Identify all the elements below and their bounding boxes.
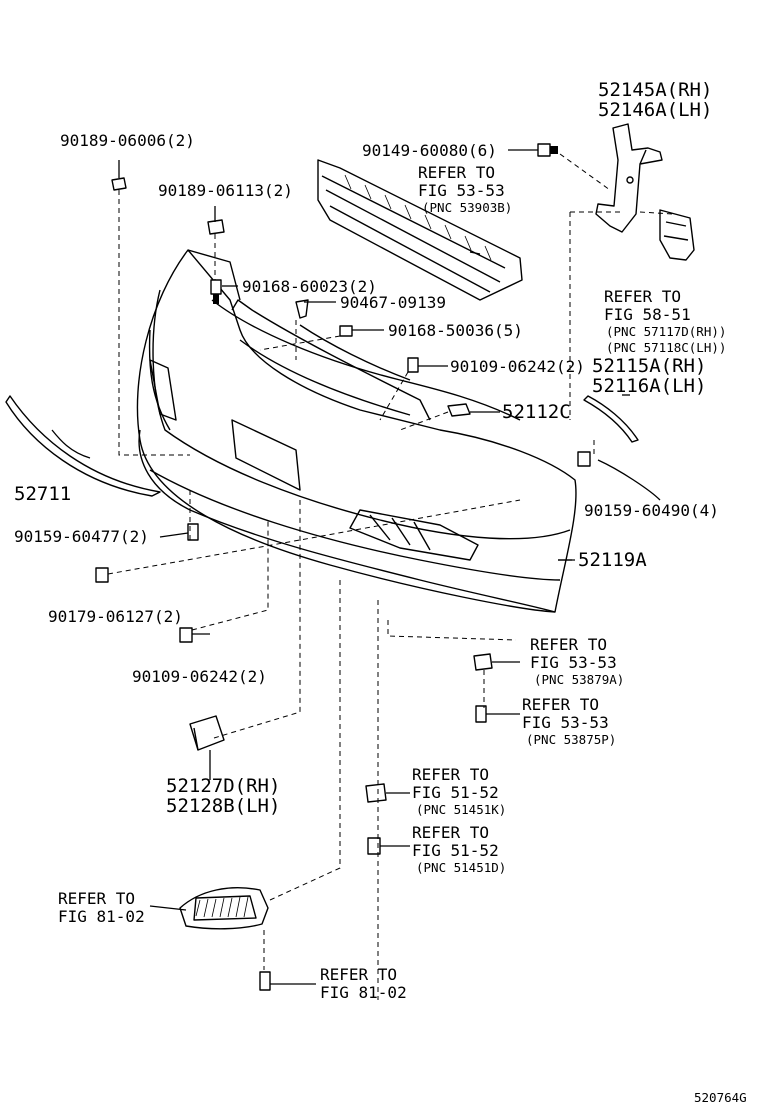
- label-52711: 52711: [14, 483, 71, 505]
- refer-51451d-line2: FIG 51-52: [412, 841, 499, 860]
- refer-53879a-line3: (PNC 53879A): [534, 672, 624, 687]
- label-52119a: 52119A: [578, 549, 647, 571]
- label-90168-60023: 90168-60023(2): [242, 277, 377, 296]
- bumper-pad-drawing: [189, 715, 225, 751]
- refer-53903b-line3: (PNC 53903B): [422, 200, 512, 215]
- refer-51451k-line2: FIG 51-52: [412, 783, 499, 802]
- bumper-cover-drawing: [136, 249, 577, 613]
- refer-5851-line4: (PNC 57118C(LH)): [606, 340, 726, 355]
- label-52127d: 52127D(RH): [166, 775, 280, 797]
- bumper-bracket-drawing: [595, 123, 663, 233]
- refer-53903b-line2: FIG 53-53: [418, 181, 505, 200]
- bumper-absorber-drawing: [317, 159, 523, 301]
- label-52115a: 52115A(RH): [592, 355, 706, 377]
- label-90149-60080: 90149-60080(6): [362, 141, 497, 160]
- refer-53879a-line2: FIG 53-53: [530, 653, 617, 672]
- refer-53875p-line3: (PNC 53875P): [526, 732, 616, 747]
- refer-8102-lamp-line1: REFER TO: [58, 889, 135, 908]
- label-52116a: 52116A(LH): [592, 375, 706, 397]
- label-52128b: 52128B(LH): [166, 795, 280, 817]
- moulding-drawing: [5, 395, 161, 497]
- refer-53879a-line1: REFER TO: [530, 635, 607, 654]
- refer-5851-line3: (PNC 57117D(RH)): [606, 324, 726, 339]
- label-90159-60477: 90159-60477(2): [14, 527, 149, 546]
- label-52145a: 52145A(RH): [598, 79, 712, 101]
- leader-lines: [51, 149, 673, 1000]
- refer-8102-lamp-line2: FIG 81-02: [58, 907, 145, 926]
- refer-53903b-line1: REFER TO: [418, 163, 495, 182]
- refer-5851-line1: REFER TO: [604, 287, 681, 306]
- refer-51451d-line1: REFER TO: [412, 823, 489, 842]
- refer-51451k-line1: REFER TO: [412, 765, 489, 784]
- side-retainer-drawing: [659, 209, 695, 261]
- label-90168-50036: 90168-50036(5): [388, 321, 523, 340]
- refer-5851-line2: FIG 58-51: [604, 305, 691, 324]
- label-90109-06242-a: 90109-06242(2): [450, 357, 585, 376]
- refer-51451k-line3: (PNC 51451K): [416, 802, 506, 817]
- label-90109-06242-b: 90109-06242(2): [132, 667, 267, 686]
- refer-53875p-line2: FIG 53-53: [522, 713, 609, 732]
- label-90159-60490: 90159-60490(4): [584, 501, 719, 520]
- refer-8102-screw-line2: FIG 81-02: [320, 983, 407, 1002]
- label-52112c: 52112C: [502, 401, 571, 423]
- part-labels: 52145A(RH) 52146A(LH) 90149-60080(6) 901…: [14, 79, 747, 1105]
- fastener-drawings: [95, 143, 591, 991]
- label-90467-09139: 90467-09139: [340, 293, 446, 312]
- label-90189-06006: 90189-06006(2): [60, 131, 195, 150]
- fog-lamp-drawing: [179, 887, 269, 930]
- label-90179-06127: 90179-06127(2): [48, 607, 183, 626]
- refer-53875p-line1: REFER TO: [522, 695, 599, 714]
- label-90189-06113: 90189-06113(2): [158, 181, 293, 200]
- figure-code: 520764G: [694, 1090, 747, 1105]
- refer-8102-screw-line1: REFER TO: [320, 965, 397, 984]
- refer-51451d-line3: (PNC 51451D): [416, 860, 506, 875]
- label-52146a: 52146A(LH): [598, 99, 712, 121]
- side-seal-drawing: [583, 395, 639, 443]
